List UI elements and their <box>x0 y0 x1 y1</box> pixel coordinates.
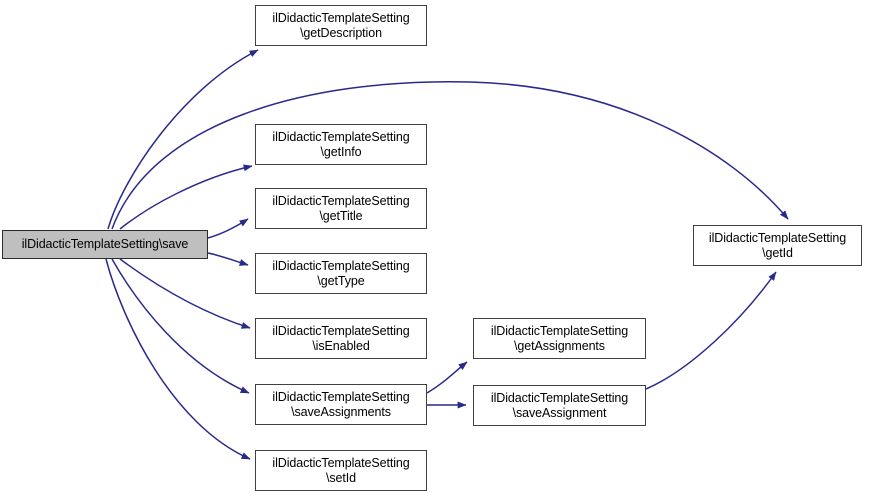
node-gettitle-label-line1: ilDidacticTemplateSetting <box>272 193 410 208</box>
node-saveassignments[interactable]: ilDidacticTemplateSetting \saveAssignmen… <box>255 384 427 425</box>
edge-save-to-saveassignments <box>111 258 250 394</box>
node-saveassignments-label-line2: \saveAssignments <box>291 404 391 419</box>
node-isenabled[interactable]: ilDidacticTemplateSetting \isEnabled <box>255 318 427 359</box>
node-getinfo-label-line1: ilDidacticTemplateSetting <box>272 129 410 144</box>
node-getdescription-label-line1: ilDidacticTemplateSetting <box>272 10 410 25</box>
node-save[interactable]: ilDidacticTemplateSetting\save <box>2 230 208 259</box>
node-saveassignment[interactable]: ilDidacticTemplateSetting \saveAssignmen… <box>473 385 646 426</box>
node-getassignments[interactable]: ilDidacticTemplateSetting \getAssignment… <box>473 318 646 359</box>
node-getinfo-label-line2: \getInfo <box>320 144 362 159</box>
node-getid-label-line2: \getId <box>762 245 793 260</box>
edge-saveassignments-to-getassignments <box>426 361 468 394</box>
node-isenabled-label-line2: \isEnabled <box>312 338 370 353</box>
node-gettitle-label-line2: \getTitle <box>319 208 363 223</box>
node-saveassignment-label-line1: ilDidacticTemplateSetting <box>490 390 629 405</box>
node-saveassignment-label-line2: \saveAssignment <box>512 405 607 420</box>
node-getid[interactable]: ilDidacticTemplateSetting \getId <box>693 225 862 266</box>
node-getassignments-label-line1: ilDidacticTemplateSetting <box>490 323 629 338</box>
edge-save-to-setid <box>105 258 251 460</box>
edge-save-to-isenabled <box>119 258 251 329</box>
node-gettitle[interactable]: ilDidacticTemplateSetting \getTitle <box>255 188 427 229</box>
node-gettype-label-line2: \getType <box>317 273 365 288</box>
node-gettype-label-line1: ilDidacticTemplateSetting <box>272 258 410 273</box>
edge-saveassignment-to-getid <box>645 271 777 390</box>
node-saveassignments-label-line1: ilDidacticTemplateSetting <box>272 389 410 404</box>
node-save-label: ilDidacticTemplateSetting\save <box>21 237 189 251</box>
edge-save-to-getid <box>111 81 789 230</box>
edge-save-to-getinfo <box>119 164 253 230</box>
node-getinfo[interactable]: ilDidacticTemplateSetting \getInfo <box>255 124 427 165</box>
node-getdescription[interactable]: ilDidacticTemplateSetting \getDescriptio… <box>255 5 427 46</box>
edge-save-to-gettitle <box>207 218 249 239</box>
node-gettype[interactable]: ilDidacticTemplateSetting \getType <box>255 253 427 294</box>
node-getdescription-label-line2: \getDescription <box>300 25 382 40</box>
node-getassignments-label-line2: \getAssignments <box>514 338 605 353</box>
edge-save-to-gettype <box>207 252 249 266</box>
node-setid-label-line2: \setId <box>326 470 356 485</box>
node-getid-label-line1: ilDidacticTemplateSetting <box>708 230 847 245</box>
node-isenabled-label-line1: ilDidacticTemplateSetting <box>272 323 410 338</box>
edge-save-to-getdescription <box>107 49 259 230</box>
node-setid-label-line1: ilDidacticTemplateSetting <box>272 455 410 470</box>
node-setid[interactable]: ilDidacticTemplateSetting \setId <box>255 450 427 491</box>
